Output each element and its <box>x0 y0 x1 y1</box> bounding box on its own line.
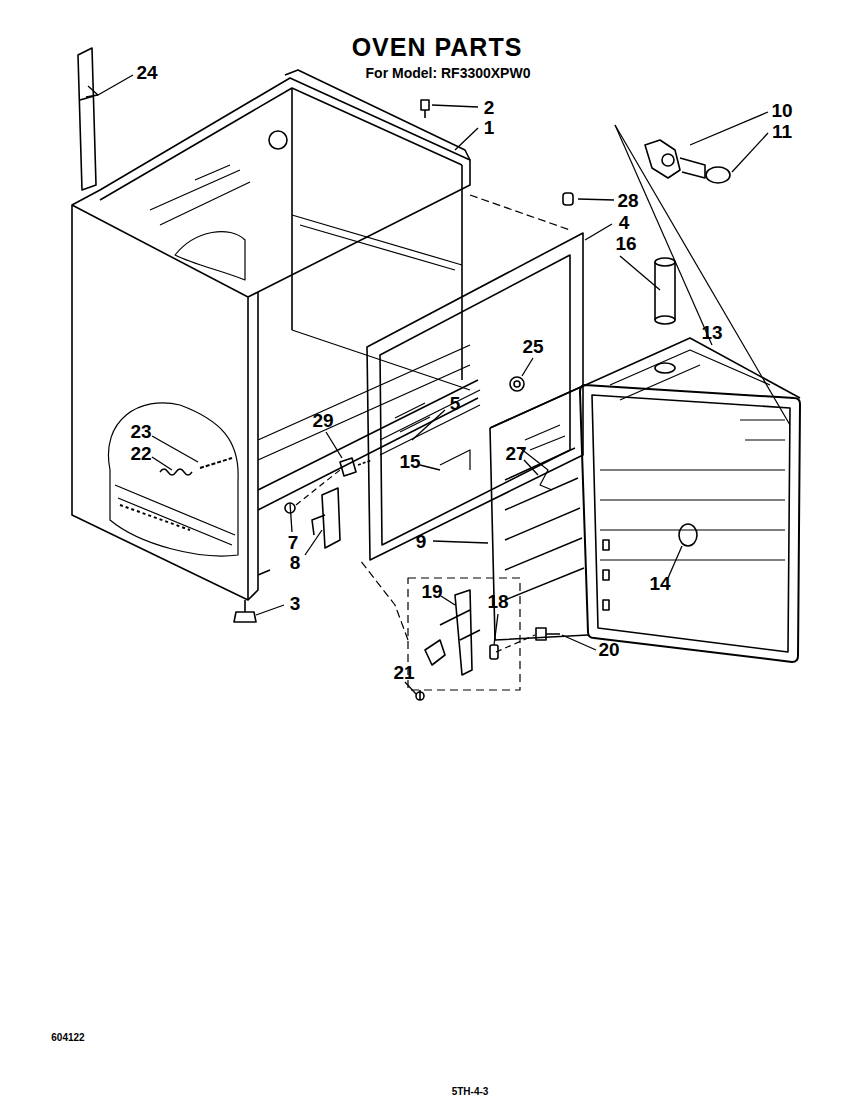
callout-number: 4 <box>619 213 630 232</box>
callout-number: 16 <box>615 234 636 253</box>
callout-number: 20 <box>598 640 619 659</box>
callout-number: 29 <box>312 411 333 430</box>
callout-number: 15 <box>399 452 420 471</box>
callout-number: 22 <box>130 444 151 463</box>
model-line: For Model: RF3300XPW0 <box>366 66 531 80</box>
callout-number: 1 <box>484 118 495 137</box>
strip-part <box>78 48 96 190</box>
callout-number: 18 <box>487 592 508 611</box>
callout-number: 9 <box>416 532 427 551</box>
callout-number: 13 <box>701 323 722 342</box>
front-frame <box>367 233 583 560</box>
callout-number: 14 <box>649 574 670 593</box>
callout-number: 2 <box>484 98 495 117</box>
callout-number: 27 <box>505 444 526 463</box>
callout-number: 19 <box>421 582 442 601</box>
callout-number: 5 <box>450 394 461 413</box>
side-panel <box>72 205 248 600</box>
callout-number: 7 <box>288 533 299 552</box>
callout-number: 25 <box>522 337 543 356</box>
diagram-title: OVEN PARTS <box>352 33 523 62</box>
callout-number: 8 <box>290 553 301 572</box>
cabinet-top <box>72 78 470 292</box>
callout-number: 3 <box>290 594 301 613</box>
callout-number: 11 <box>772 122 792 141</box>
callout-number: 24 <box>136 63 157 82</box>
callout-number: 28 <box>617 191 638 210</box>
callout-number: 21 <box>393 663 414 682</box>
callout-number: 10 <box>771 101 792 120</box>
drawing-code: 604122 <box>51 1033 84 1043</box>
callout-number: 23 <box>130 422 151 441</box>
drawing-code: 5TH-4-3 <box>452 1087 489 1097</box>
